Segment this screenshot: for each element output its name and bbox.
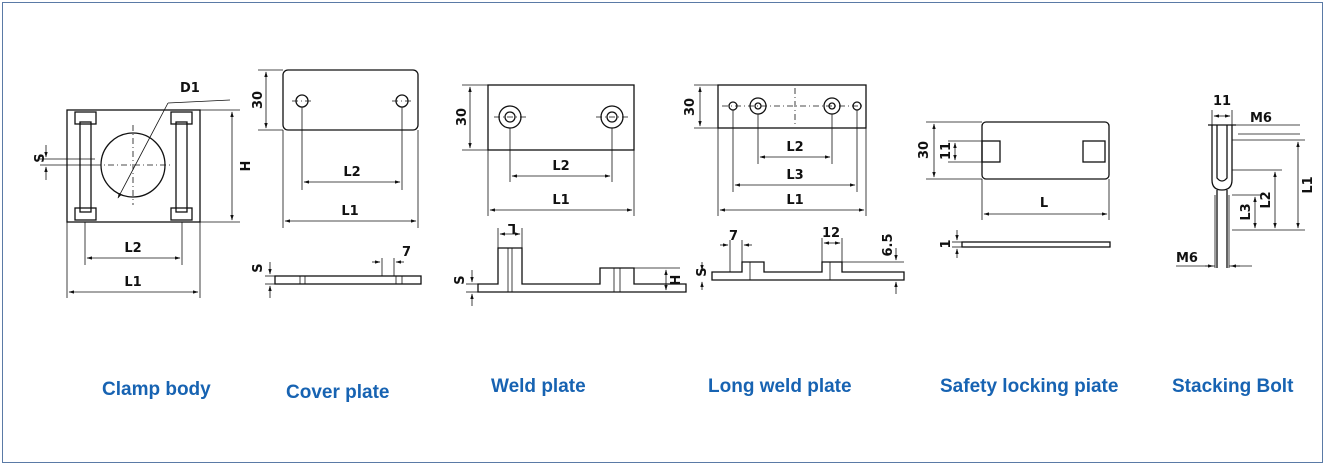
- clamp-l1-label: L1: [124, 275, 141, 290]
- caption-cover-plate: Cover plate: [286, 382, 390, 403]
- clamp-s-label: S: [33, 153, 48, 162]
- caption-long-weld-plate: Long weld plate: [708, 376, 852, 397]
- safety-l-label: L: [1040, 196, 1048, 211]
- stacking-bolt-drawing: 11 M6 L1 L2 L3 M6: [1176, 94, 1316, 268]
- long-weld-plate-drawing: 30 L2 L3 L1 7 12 6.5 S: [683, 84, 905, 294]
- weld-l1-label: L1: [552, 193, 569, 208]
- bolt-l3-label: L3: [1239, 203, 1254, 220]
- weld-l-label: L: [508, 220, 516, 235]
- weld-30-label: 30: [455, 108, 470, 126]
- long-7-label: 7: [729, 229, 738, 244]
- cover-s-label: S: [251, 263, 266, 272]
- cover-7-label: 7: [402, 245, 411, 260]
- bolt-m6-bottom-label: M6: [1176, 251, 1198, 266]
- safety-30-label: 30: [917, 141, 932, 159]
- clamp-body-drawing: D1 S H L2 L1: [33, 81, 254, 298]
- clamp-d1-label: D1: [180, 81, 200, 96]
- safety-1-label: 1: [939, 239, 954, 248]
- long-l2-label: L2: [786, 140, 803, 155]
- long-l1-label: L1: [786, 193, 803, 208]
- bolt-l1-label: L1: [1301, 176, 1316, 193]
- cover-plate-drawing: 30 L2 L1 S 7: [251, 69, 422, 298]
- long-l3-label: L3: [786, 168, 803, 183]
- long-12-label: 12: [822, 226, 840, 241]
- cover-30-label: 30: [251, 91, 266, 109]
- weld-plate-drawing: 30 L2 L1 L S H: [453, 84, 687, 306]
- weld-s-label: S: [453, 275, 468, 284]
- bolt-l2-label: L2: [1259, 191, 1274, 208]
- caption-safety-locking-plate: Safety locking piate: [940, 376, 1119, 397]
- clamp-h-label: H: [239, 161, 254, 172]
- caption-clamp-body: Clamp body: [102, 379, 211, 400]
- weld-h-label: H: [669, 275, 684, 286]
- safety-locking-plate-drawing: 30 11 L 1: [917, 121, 1111, 258]
- long-30-label: 30: [683, 98, 698, 116]
- weld-l2-label: L2: [552, 159, 569, 174]
- cover-l1-label: L1: [341, 204, 358, 219]
- long-65-label: 6.5: [881, 233, 896, 256]
- safety-11-label: 11: [939, 142, 954, 160]
- bolt-11-label: 11: [1213, 94, 1231, 109]
- long-s-label: S: [695, 267, 710, 276]
- clamp-l2-label: L2: [124, 241, 141, 256]
- caption-weld-plate: Weld plate: [491, 376, 586, 397]
- bolt-m6-top-label: M6: [1250, 111, 1272, 126]
- caption-stacking-bolt: Stacking Bolt: [1172, 376, 1294, 397]
- cover-l2-label: L2: [343, 165, 360, 180]
